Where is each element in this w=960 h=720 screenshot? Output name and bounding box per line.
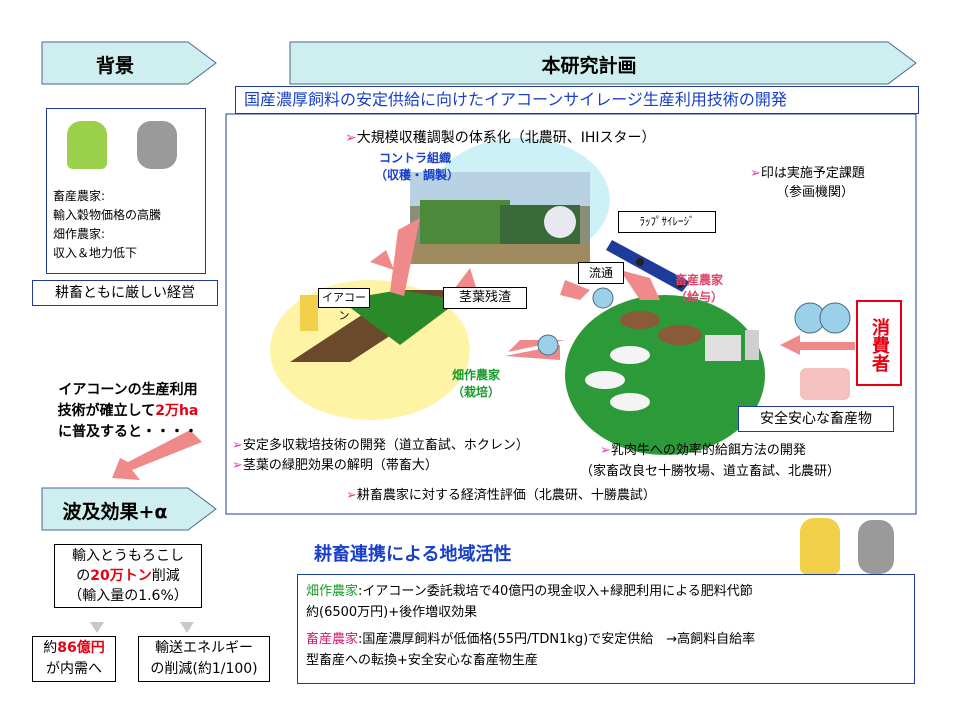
cycle-arrows	[370, 218, 855, 360]
wrap-silage-label: ﾗｯﾌﾟｻｲﾚｰｼﾞ	[618, 211, 716, 233]
regional-crop-label: 畑作農家	[306, 584, 359, 599]
domestic-b: が内需へ	[46, 661, 102, 677]
crop-task: 茎葉の緑肥効果の解明（帯畜大）	[242, 458, 438, 473]
contractor-task-text: 大規模収穫調製の体系化（北農研、IHIスター）	[356, 130, 656, 146]
background-line: 輸入穀物価格の高騰	[53, 208, 162, 222]
livestock-farmer-sub: （給与）	[674, 290, 723, 304]
legend-note-line1: 印は実施予定課題	[760, 166, 865, 181]
economic-task-text: 耕畜農家に対する経済性評価（北農研、十勝農試）	[356, 488, 656, 503]
import-cut-b2: 20万トン	[90, 568, 152, 584]
spread-line3: に普及すると・・・・	[58, 424, 198, 440]
livestock-farmer-label: 畜産農家 （給与）	[664, 271, 734, 305]
legend-note: ➢印は実施予定課題 （参画機関）	[750, 166, 865, 200]
crop-farmer-title: 畑作農家	[451, 368, 500, 382]
energy-box: 輸送エネルギー の削減(約1/100)	[138, 636, 270, 682]
crop-task: 安定多収栽培技術の開発（道立畜試、ホクレン）	[242, 438, 529, 453]
regional-crop-text2: 約(6500万円)+後作増収効果	[306, 605, 478, 620]
import-cut-box: 輸入とうもろこし の20万トン削減 （輸入量の1.6%）	[54, 544, 202, 608]
background-line: 収入＆地力低下	[53, 246, 138, 260]
energy-a: 輸送エネルギー	[155, 640, 253, 656]
background-lines: 畜産農家: 輸入穀物価格の高騰 畑作農家: 収入＆地力低下	[53, 187, 161, 263]
feed-task-line2: （家畜改良セ十勝牧場、道立畜試、北農研）	[580, 464, 841, 479]
ripple-down-arrow-right	[180, 622, 194, 633]
ripple-header: 波及効果+α	[62, 501, 168, 523]
crop-tasks: ➢安定多収栽培技術の開発（道立畜試、ホクレン） ➢茎葉の緑肥効果の解明（帯畜大）	[232, 438, 529, 473]
contractor-task: ➢大規模収穫調製の体系化（北農研、IHIスター）	[345, 130, 656, 146]
background-line: 畑作農家:	[53, 227, 106, 241]
background-header: 背景	[95, 55, 134, 77]
ripple-down-arrow-left	[90, 622, 104, 633]
plan-header-arrow	[289, 41, 917, 85]
cow-figure-2	[858, 520, 894, 574]
ear-corn-label: イアコーン	[318, 288, 370, 322]
crop-farmer-figure	[67, 121, 107, 169]
stover-label: 茎葉残渣	[443, 287, 527, 309]
feed-task-line1: 乳肉牛への効率的給餌方法の開発	[610, 443, 806, 458]
feed-task: ➢乳肉牛への効率的給餌方法の開発 （家畜改良セ十勝牧場、道立畜試、北農研）	[580, 440, 840, 482]
regional-livestock-text1: :国産濃厚飼料が低価格(55円/TDN1kg)で安定供給 →高飼料自給率	[358, 632, 756, 647]
consumer-box: 消費者	[856, 300, 902, 386]
contractor-label: コントラ組織 （収穫・調製）	[375, 149, 460, 183]
money-bags	[537, 287, 851, 356]
regional-livestock-text2: 型畜産への転換+安全安心な畜産物生産	[306, 653, 538, 668]
crop-farmer-label: 畑作農家 （栽培）	[441, 366, 511, 400]
cow-figure	[137, 121, 177, 169]
domestic-a2: 86億円	[57, 640, 105, 656]
spread-line1: イアコーンの生産利用	[58, 382, 198, 398]
distribution-label: 流通	[578, 262, 624, 284]
meat-products-graphic	[800, 368, 850, 400]
cows-graphic	[585, 311, 759, 411]
safe-product-label: 安全安心な畜産物	[738, 406, 894, 432]
main-title: 国産濃厚飼料の安定供給に向けたイアコーンサイレージ生産利用技術の開発	[235, 86, 919, 114]
background-header-arrow	[41, 41, 217, 85]
plan-header: 本研究計画	[541, 55, 637, 77]
energy-b: の削減(約1/100)	[150, 661, 258, 677]
crop-farmer-sub: （栽培）	[451, 385, 500, 399]
domestic-demand-box: 約86億円 が内需へ	[32, 636, 116, 682]
contractor-title: コントラ組織	[378, 151, 451, 165]
regional-title: 耕畜連携による地域活性	[314, 544, 512, 565]
crop-farmer-figure-2	[800, 518, 840, 574]
spread-arrow	[112, 430, 202, 480]
contractor-sub: （収穫・調製）	[375, 168, 460, 182]
regional-livestock-label: 畜産農家	[306, 632, 359, 647]
background-summary: 耕畜ともに厳しい経営	[32, 280, 218, 306]
ripple-header-arrow	[41, 487, 217, 531]
domestic-a1: 約	[43, 640, 58, 656]
spread-line2a: 技術が確立して	[57, 403, 156, 419]
import-cut-line3: （輸入量の1.6%）	[68, 588, 188, 604]
livestock-farmer-title: 畜産農家	[674, 273, 723, 287]
regional-crop-text1: :イアコーン委託栽培で40億円の現金収入+緑肥利用による肥料代節	[358, 584, 753, 599]
spread-text: イアコーンの生産利用 技術が確立して2万ha に普及すると・・・・	[40, 380, 216, 443]
spread-line2b: 2万ha	[155, 403, 199, 419]
truck-graphic	[606, 240, 690, 292]
background-line: 畜産農家:	[53, 189, 106, 203]
import-cut-b3: 削減	[151, 568, 180, 584]
legend-note-line2: （参画機関）	[776, 185, 855, 200]
import-cut-line1: 輸入とうもろこし	[72, 548, 184, 564]
import-cut-b1: の	[76, 568, 91, 584]
regional-box: 畑作農家:イアコーン委託栽培で40億円の現金収入+緑肥利用による肥料代節 約(6…	[297, 574, 915, 684]
economic-task: ➢耕畜農家に対する経済性評価（北農研、十勝農試）	[346, 488, 656, 503]
background-box: 畜産農家: 輸入穀物価格の高騰 畑作農家: 収入＆地力低下	[46, 108, 206, 274]
